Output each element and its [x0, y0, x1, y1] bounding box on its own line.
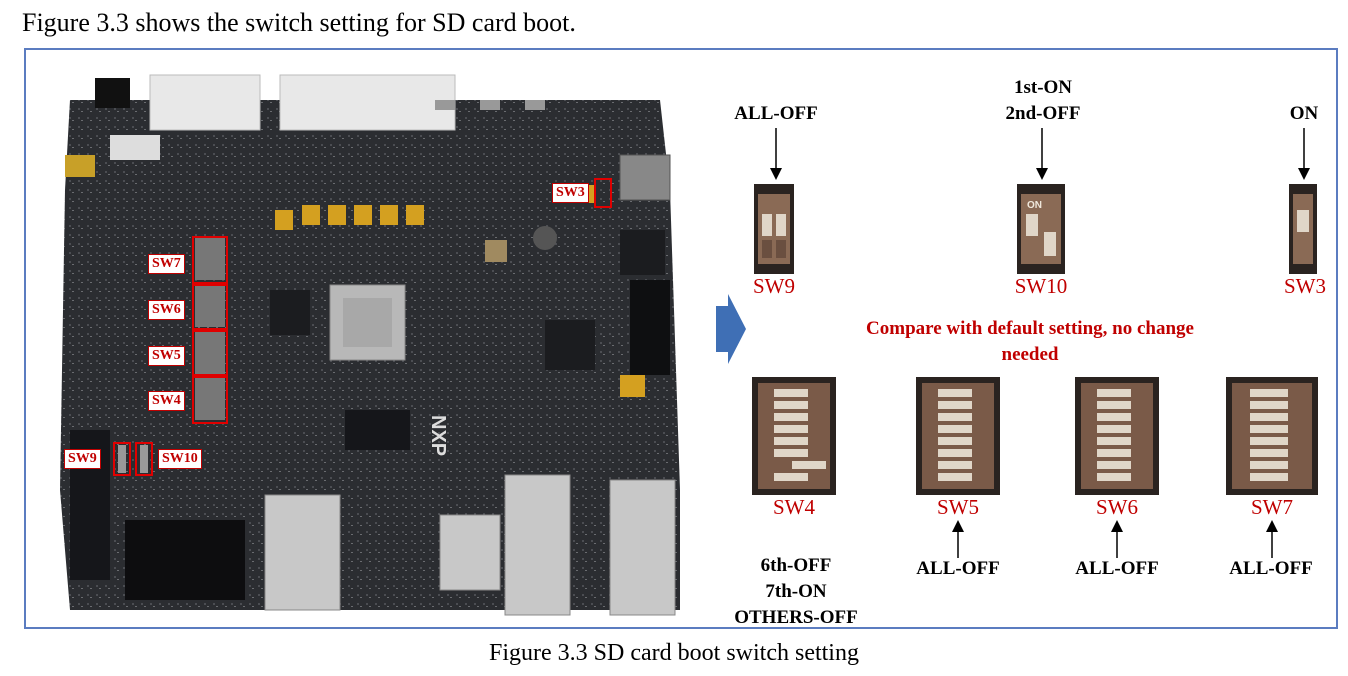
sw3-pointer-arrow-icon: [1298, 128, 1310, 180]
board-photo: NXP: [60, 74, 680, 616]
sw6-dip-switch: [1075, 377, 1159, 495]
sw3-setting: ON: [1289, 103, 1319, 124]
svg-text:ON: ON: [1027, 200, 1042, 211]
sw9-name: SW9: [753, 274, 795, 298]
sw5-dip-switch: [916, 377, 1000, 495]
sw10-name: SW10: [1014, 274, 1068, 298]
sw5-pointer-arrow-icon: [952, 520, 964, 558]
sw3-name: SW3: [1284, 274, 1326, 298]
sw4-setting-line2: 7th-ON: [765, 581, 827, 602]
sw7-pointer-arrow-icon: [1266, 520, 1278, 558]
figure-caption: Figure 3.3 SD card boot switch setting: [489, 640, 859, 666]
no-change-note: Compare with default setting, no change …: [820, 316, 1240, 368]
sw7-highlight: [192, 236, 228, 284]
board-label-sw4: SW4: [148, 391, 185, 411]
sw9-highlight: [113, 442, 131, 476]
sw10-dip-switch: ON: [1017, 184, 1065, 274]
board-label-sw10: SW10: [158, 449, 202, 469]
sw5-setting: ALL-OFF: [916, 558, 1000, 579]
nxp-logo: NXP: [427, 415, 449, 456]
board-label-sw9: SW9: [64, 449, 101, 469]
sw6-highlight: [192, 284, 228, 330]
sw7-name: SW7: [1251, 495, 1293, 519]
sw4-setting-line1: 6th-OFF: [760, 555, 832, 576]
sw10-highlight: [135, 442, 153, 476]
board-label-sw5: SW5: [148, 346, 185, 366]
sw4-highlight: [192, 376, 228, 424]
sw9-pointer-arrow-icon: [770, 128, 782, 180]
sw6-pointer-arrow-icon: [1111, 520, 1123, 558]
sw10-setting-line2: 2nd-OFF: [1005, 103, 1081, 124]
sw9-setting: ALL-OFF: [734, 103, 818, 124]
sw4-dip-switch: [752, 377, 836, 495]
sw7-dip-switch: [1226, 377, 1318, 495]
board-label-sw7: SW7: [148, 254, 185, 274]
sw6-name: SW6: [1096, 495, 1138, 519]
intro-text: Figure 3.3 shows the switch setting for …: [22, 8, 576, 37]
sw3-dip-switch: [1289, 184, 1317, 274]
sw6-setting: ALL-OFF: [1075, 558, 1159, 579]
right-arrow-icon: [716, 294, 746, 364]
sw4-setting-line3: OTHERS-OFF: [734, 607, 858, 628]
board-label-sw3: SW3: [552, 183, 589, 203]
sw7-setting: ALL-OFF: [1229, 558, 1313, 579]
figure-frame: [24, 48, 1338, 629]
sw9-dip-switch: [754, 184, 794, 274]
sw4-name: SW4: [773, 495, 815, 519]
note-line-2: needed: [1001, 344, 1059, 365]
sw5-name: SW5: [937, 495, 979, 519]
sw5-highlight: [192, 330, 228, 376]
board-label-sw6: SW6: [148, 300, 185, 320]
sw10-setting-line1: 1st-ON: [1013, 77, 1073, 98]
sw3-highlight: [594, 178, 612, 208]
note-line-1: Compare with default setting, no change: [866, 318, 1194, 339]
sw10-pointer-arrow-icon: [1036, 128, 1048, 180]
